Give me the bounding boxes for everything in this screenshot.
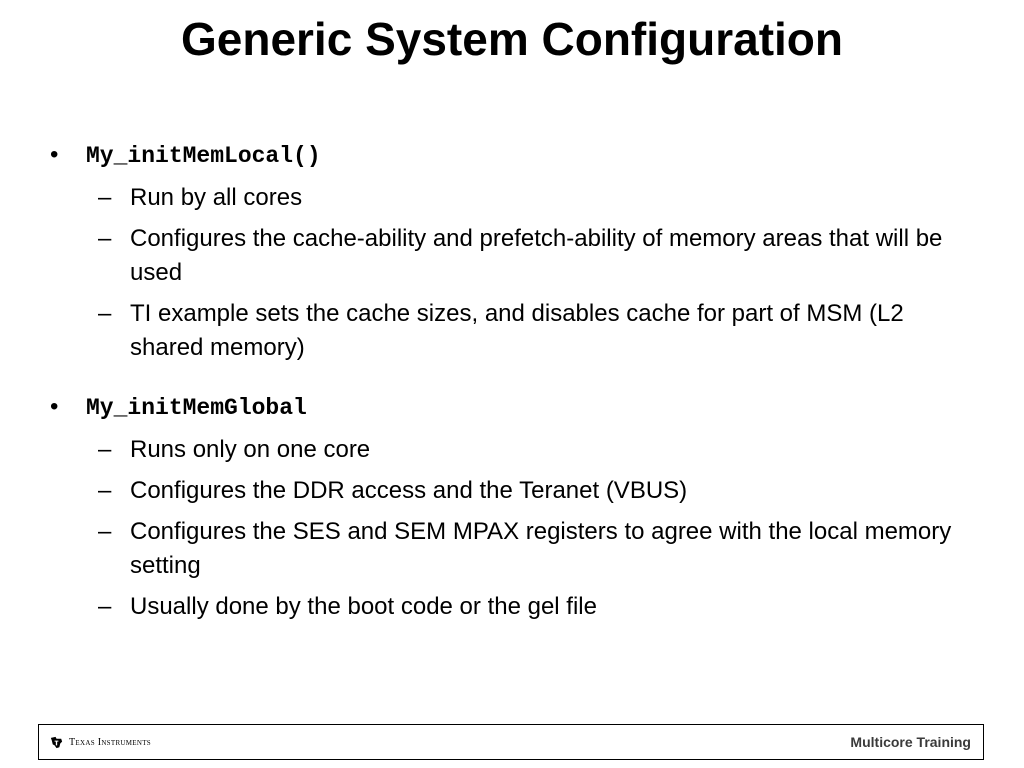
dash-icon: – xyxy=(98,300,112,327)
dash-icon: – xyxy=(98,593,112,620)
list-item: – Configures the DDR access and the Tera… xyxy=(50,474,980,508)
list-item: – Configures the SES and SEM MPAX regist… xyxy=(50,515,980,583)
footer-course-title: Multicore Training xyxy=(850,734,971,750)
bullet-dot-icon: • xyxy=(50,393,59,420)
bullet-dot-icon: • xyxy=(50,141,59,168)
list-item-text: Usually done by the boot code or the gel… xyxy=(130,593,597,620)
list-item-text: Runs only on one core xyxy=(130,436,371,463)
dash-icon: – xyxy=(98,225,112,252)
list-item: – Runs only on one core xyxy=(50,433,980,467)
list-item-text: Configures the DDR access and the Terane… xyxy=(130,477,688,504)
dash-icon: – xyxy=(98,518,112,545)
slide-title: Generic System Configuration xyxy=(180,13,843,65)
sub-list: – Run by all cores – Configures the cach… xyxy=(50,181,980,365)
slide-content: • My_initMemLocal() – Run by all cores –… xyxy=(50,138,980,624)
bullet-function-name: My_initMemGlobal xyxy=(86,395,307,421)
ti-logo-text: Texas Instruments xyxy=(69,736,151,748)
list-item: – Run by all cores xyxy=(50,181,980,215)
sub-list: – Runs only on one core – Configures the… xyxy=(50,433,980,624)
list-item-text: TI example sets the cache sizes, and dis… xyxy=(130,300,904,361)
bullet-init-mem-global: • My_initMemGlobal – Runs only on one co… xyxy=(50,390,980,624)
list-item: – TI example sets the cache sizes, and d… xyxy=(50,297,980,365)
bullet-row: • My_initMemGlobal xyxy=(50,390,980,426)
dash-icon: – xyxy=(98,436,112,463)
bullet-row: • My_initMemLocal() xyxy=(50,138,980,174)
list-item: – Configures the cache-ability and prefe… xyxy=(50,222,980,290)
list-item-text: Configures the SES and SEM MPAX register… xyxy=(130,518,952,579)
slide-footer: Texas Instruments Multicore Training xyxy=(38,724,984,760)
bullet-init-mem-local: • My_initMemLocal() – Run by all cores –… xyxy=(50,138,980,365)
ti-logo-icon xyxy=(50,736,63,748)
list-item: – Usually done by the boot code or the g… xyxy=(50,590,980,624)
dash-icon: – xyxy=(98,184,112,211)
list-item-text: Run by all cores xyxy=(130,184,303,211)
list-item-text: Configures the cache-ability and prefetc… xyxy=(130,225,943,286)
dash-icon: – xyxy=(98,477,112,504)
ti-logo: Texas Instruments xyxy=(49,735,151,750)
bullet-function-name: My_initMemLocal() xyxy=(86,143,321,169)
